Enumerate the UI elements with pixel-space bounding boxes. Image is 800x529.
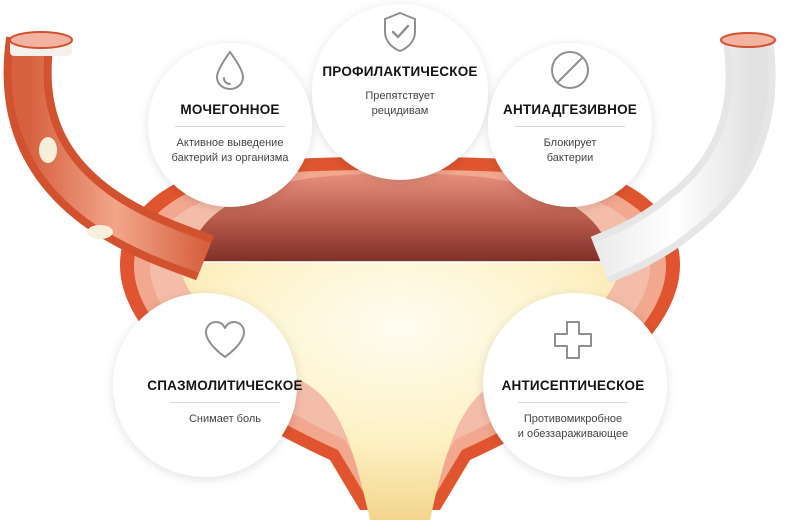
benefit-description: Блокирует бактерии — [543, 137, 597, 164]
benefit-title: МОЧЕГОННОЕ — [180, 102, 280, 117]
benefit-card-antiadhesive: АНТИАДГЕЗИВНОЕ Блокирует бактерии — [485, 48, 655, 166]
droplet-icon — [215, 50, 245, 91]
benefit-description: Снимает боль — [188, 413, 261, 425]
card-circles — [113, 4, 667, 477]
benefit-title: АНТИАДГЕЗИВНОЕ — [503, 102, 637, 117]
benefit-card-diuretic: МОЧЕГОННОЕ Активное выведение бактерий и… — [145, 48, 315, 166]
prohibited-icon — [551, 51, 589, 89]
benefit-description: Активное выведение бактерий из организма — [171, 137, 289, 164]
medical-cross-icon — [554, 321, 592, 359]
shield-check-icon — [384, 11, 416, 53]
benefit-card-prophylactic: ПРОФИЛАКТИЧЕСКОЕ Препятствует рецидивам — [315, 10, 485, 119]
benefit-description: Противомикробное и обеззараживающее — [517, 413, 629, 440]
benefit-title: СПАЗМОЛИТИЧЕСКОЕ — [147, 378, 303, 393]
divider — [170, 402, 280, 403]
divider — [515, 126, 625, 127]
benefit-description: Препятствует рецидивам — [365, 90, 435, 117]
heart-icon — [205, 321, 245, 358]
benefit-card-antiseptic: АНТИСЕПТИЧЕСКОЕ Противомикробное и обезз… — [488, 318, 658, 442]
benefit-title: ПРОФИЛАКТИЧЕСКОЕ — [322, 64, 478, 79]
divider — [175, 126, 285, 127]
benefit-title: АНТИСЕПТИЧЕСКОЕ — [501, 378, 645, 393]
divider — [518, 402, 628, 403]
benefit-card-spasmolytic: СПАЗМОЛИТИЧЕСКОЕ Снимает боль — [140, 318, 310, 427]
right-ureter — [590, 32, 776, 284]
left-ureter — [3, 31, 214, 281]
